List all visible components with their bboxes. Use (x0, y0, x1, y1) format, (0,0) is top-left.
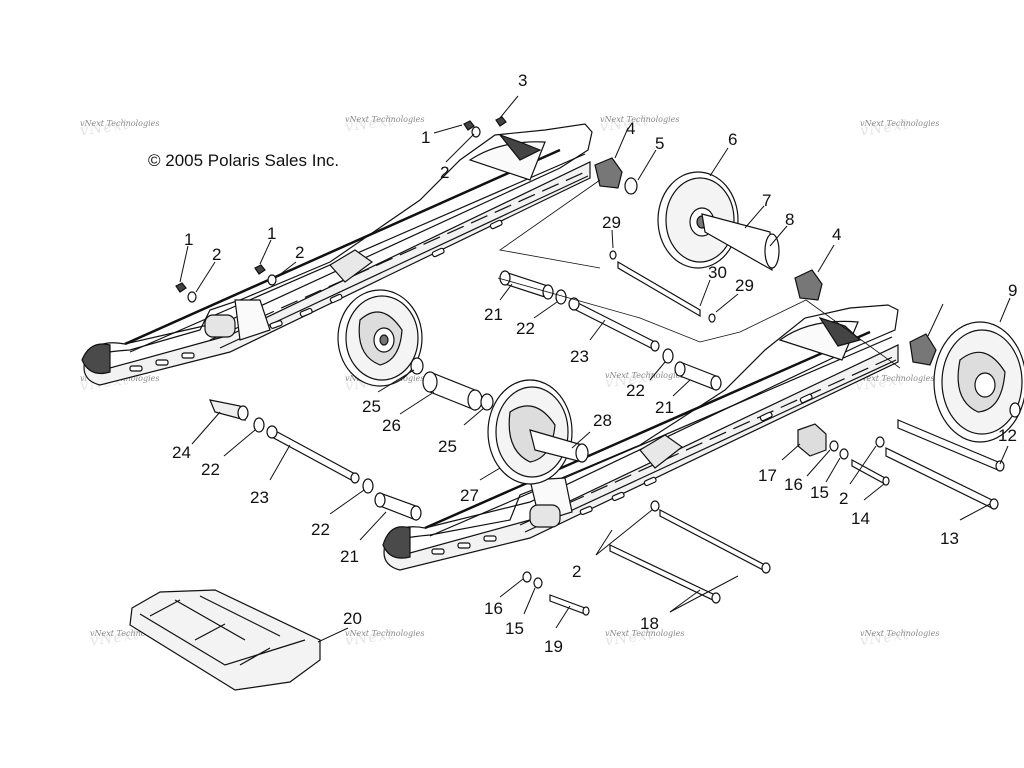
wheel-6 (657, 171, 780, 272)
callout-20: 20 (343, 609, 362, 628)
callout-2: 2 (440, 163, 449, 182)
watermark-12: vNext vNext Technologies (859, 625, 940, 650)
callout-21: 21 (484, 305, 503, 324)
wheel-9 (933, 321, 1024, 443)
callout-22: 22 (626, 381, 645, 400)
callout-numbers: 1 2 3 4 5 6 7 8 4 9 29 30 29 1 2 1 2 21 … (172, 71, 1017, 656)
bolt-13 (885, 447, 999, 510)
callout-16: 16 (784, 475, 803, 494)
washer-29-a (609, 250, 617, 260)
callout-2: 2 (295, 243, 304, 262)
callout-19: 19 (544, 637, 563, 656)
bolt-18-a (659, 509, 771, 574)
watermark-4: vNext vNext Technologies (859, 115, 940, 140)
callout-7: 7 (762, 191, 771, 210)
callout-3: 3 (518, 71, 527, 90)
svg-text:vNext Technologies: vNext Technologies (600, 115, 679, 124)
callout-2: 2 (572, 562, 581, 581)
callout-17: 17 (758, 466, 777, 485)
svg-text:vNext Technologies: vNext Technologies (605, 629, 684, 638)
callout-21: 21 (340, 547, 359, 566)
spacer-21-lower (374, 492, 422, 521)
svg-text:vNext Technologies: vNext Technologies (345, 115, 424, 124)
svg-text:vNext Technologies: vNext Technologies (80, 119, 159, 128)
callout-15: 15 (505, 619, 524, 638)
cam-blocks-4 (594, 157, 937, 366)
washer-22-mid (662, 348, 674, 364)
left-rail (81, 123, 593, 386)
callout-1: 1 (267, 224, 276, 243)
callout-29: 29 (735, 276, 754, 295)
callout-27: 27 (460, 486, 479, 505)
callout-9: 9 (1008, 281, 1017, 300)
watermark-2: vNext vNext Technologies (344, 111, 425, 136)
wheel-27 (487, 379, 589, 485)
watermark-10: vNext vNext Technologies (344, 625, 425, 650)
idler-wheels (337, 171, 1024, 485)
copyright-notice: © 2005 Polaris Sales Inc. (148, 151, 339, 170)
bolt-18-b (609, 544, 721, 604)
shaft-23-left (266, 425, 360, 484)
shaft-23-top (568, 297, 660, 352)
spacer-21-top (499, 270, 554, 300)
bushing-26 (422, 371, 483, 411)
callout-14: 14 (851, 509, 870, 528)
callout-25: 25 (438, 437, 457, 456)
bolt-14 (851, 458, 890, 486)
svg-text:vNext Technologies: vNext Technologies (860, 629, 939, 638)
svg-text:vNext Technologies: vNext Technologies (345, 629, 424, 638)
svg-text:vNext Technologies: vNext Technologies (90, 629, 169, 638)
spacer-21-mid (674, 361, 722, 391)
washer-22-lower (362, 478, 374, 494)
callout-8: 8 (785, 210, 794, 229)
callout-23: 23 (250, 488, 269, 507)
callout-2: 2 (839, 489, 848, 508)
watermark-1: vNext vNext Technologies (79, 115, 160, 140)
callout-25: 25 (362, 397, 381, 416)
callout-28: 28 (593, 411, 612, 430)
bolt-19 (549, 594, 590, 616)
svg-text:vNext Technologies: vNext Technologies (860, 119, 939, 128)
nuts-washers (175, 116, 1021, 589)
washer-22-left (253, 417, 265, 433)
washer-25-b (480, 393, 494, 411)
callout-6: 6 (728, 130, 737, 149)
block-17 (797, 423, 827, 457)
callout-29: 29 (602, 213, 621, 232)
callout-4: 4 (626, 119, 635, 138)
callout-1: 1 (421, 128, 430, 147)
svg-text:vNext Technologies: vNext Technologies (605, 371, 684, 380)
small-parts (129, 116, 1021, 691)
callout-22: 22 (201, 460, 220, 479)
callout-12: 12 (998, 426, 1017, 445)
callout-5: 5 (655, 134, 664, 153)
callout-4: 4 (832, 225, 841, 244)
block-24 (209, 399, 249, 421)
callout-23: 23 (570, 347, 589, 366)
axle-30 (617, 260, 701, 318)
callout-22: 22 (516, 319, 535, 338)
callout-13: 13 (940, 529, 959, 548)
callout-26: 26 (382, 416, 401, 435)
watermark-3: vNext vNext Technologies (599, 111, 680, 136)
washer-25-a (410, 357, 424, 375)
callout-22: 22 (311, 520, 330, 539)
callout-15: 15 (810, 483, 829, 502)
callout-2: 2 (212, 245, 221, 264)
callout-24: 24 (172, 443, 191, 462)
callout-16: 16 (484, 599, 503, 618)
wheel-left-front (337, 289, 423, 387)
callout-18: 18 (640, 614, 659, 633)
slider-20 (129, 589, 321, 691)
callout-30: 30 (708, 263, 727, 282)
washer-29-b (708, 313, 716, 323)
leader-lines (179, 95, 1011, 643)
svg-text:vNext Technologies: vNext Technologies (855, 374, 934, 383)
callout-21: 21 (655, 398, 674, 417)
right-rail (382, 304, 899, 571)
bolt-12 (897, 419, 1005, 472)
callout-1: 1 (184, 230, 193, 249)
